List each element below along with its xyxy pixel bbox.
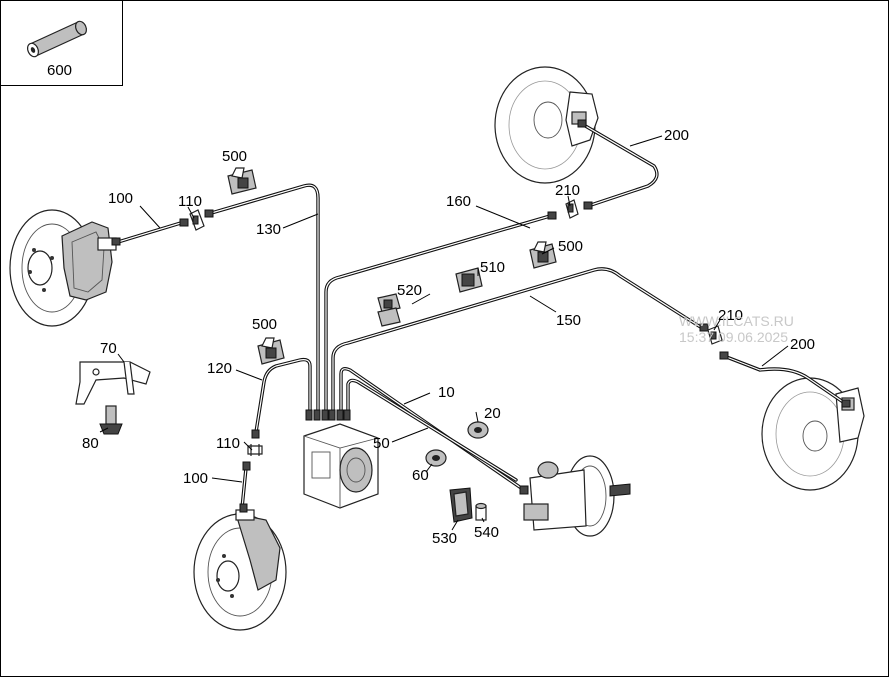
label-110-bottom: 110 bbox=[216, 435, 240, 452]
label-600: 600 bbox=[47, 62, 72, 79]
clip-210-top-icon bbox=[565, 199, 579, 219]
label-500-left: 500 bbox=[252, 316, 277, 333]
label-210-top: 210 bbox=[555, 182, 580, 199]
label-510: 510 bbox=[480, 259, 505, 276]
clip-510-icon bbox=[455, 267, 483, 293]
clip-210-bottom-icon bbox=[707, 325, 723, 345]
label-110-top: 110 bbox=[178, 193, 202, 210]
label-530: 530 bbox=[432, 530, 457, 547]
label-10: 10 bbox=[438, 384, 455, 401]
pipe-fittings bbox=[111, 119, 851, 513]
label-100-top: 100 bbox=[108, 190, 133, 207]
label-60: 60 bbox=[412, 467, 429, 484]
leader-lines bbox=[99, 135, 789, 531]
label-130: 130 bbox=[256, 221, 281, 238]
clip-500-right-icon bbox=[529, 241, 557, 269]
grommet-60-icon bbox=[425, 449, 447, 467]
rear-left-brake-disc bbox=[193, 509, 287, 631]
rear-right-brake-disc bbox=[761, 377, 865, 491]
clip-500-top-icon bbox=[227, 167, 257, 195]
clip-520-icon bbox=[377, 293, 401, 327]
label-150: 150 bbox=[556, 312, 581, 329]
label-50: 50 bbox=[373, 435, 390, 452]
label-70: 70 bbox=[100, 340, 117, 357]
clip-110-top-icon bbox=[189, 209, 205, 231]
front-right-brake-disc bbox=[494, 66, 599, 184]
label-540: 540 bbox=[474, 524, 499, 541]
label-100-bottom: 100 bbox=[183, 470, 208, 487]
watermark-timestamp: 15:37 09.06.2025 bbox=[679, 329, 788, 345]
label-160: 160 bbox=[446, 193, 471, 210]
watermark: WWW.ILCATS.RU 15:37 09.06.2025 bbox=[679, 313, 794, 345]
front-left-brake-disc bbox=[9, 209, 117, 327]
clip-110-bottom-icon bbox=[247, 444, 263, 456]
watermark-site: WWW.ILCATS.RU bbox=[679, 313, 794, 329]
brake-master-cylinder bbox=[523, 455, 631, 537]
part-number-labels: 600 500 100 110 130 160 200 210 500 510 … bbox=[47, 62, 815, 547]
abs-hydraulic-unit bbox=[303, 423, 379, 509]
plug-540-icon bbox=[475, 502, 487, 521]
label-200-bottom: 200 bbox=[790, 336, 815, 353]
bolt-80-icon bbox=[99, 405, 123, 435]
brake-pipes bbox=[116, 122, 848, 510]
label-200-top: 200 bbox=[664, 127, 689, 144]
label-500-top: 500 bbox=[222, 148, 247, 165]
label-520: 520 bbox=[397, 282, 422, 299]
label-20: 20 bbox=[484, 405, 501, 422]
label-210-bottom: 210 bbox=[718, 307, 743, 324]
inset-box-600 bbox=[0, 0, 123, 86]
label-500-right: 500 bbox=[558, 238, 583, 255]
label-120: 120 bbox=[207, 360, 232, 377]
sensor-530-icon bbox=[449, 487, 473, 523]
label-80: 80 bbox=[82, 435, 99, 452]
sleeve-600-icon bbox=[26, 20, 88, 58]
bracket-70-icon bbox=[75, 361, 151, 405]
clip-500-left-icon bbox=[257, 337, 285, 365]
grommet-20-icon bbox=[467, 421, 489, 439]
